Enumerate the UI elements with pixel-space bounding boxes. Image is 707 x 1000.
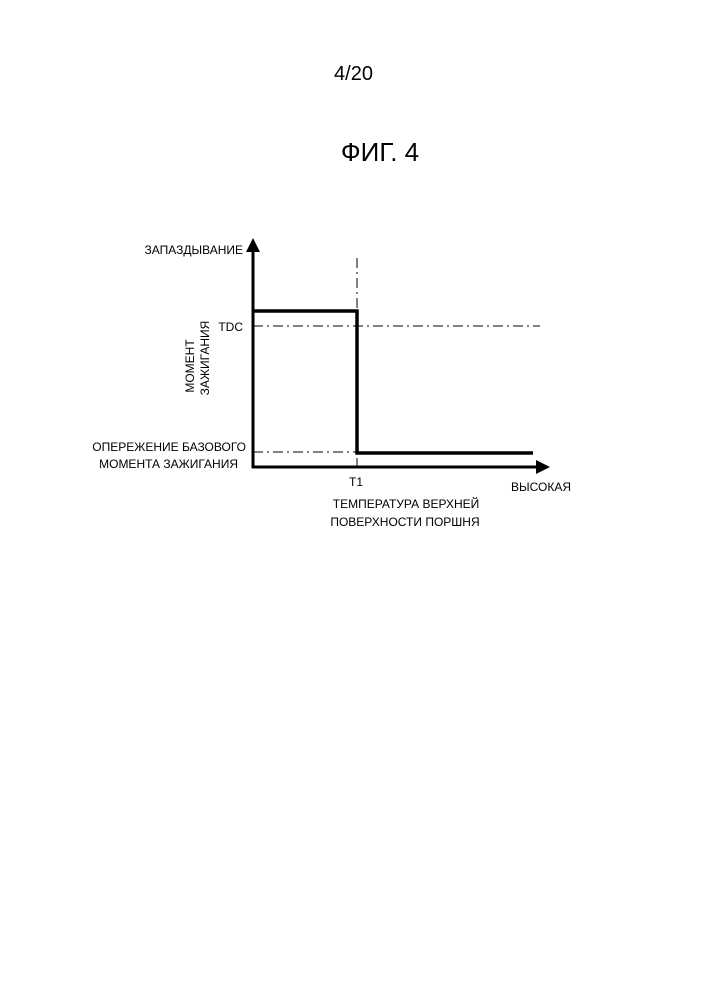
t1-label: T1 (349, 475, 363, 489)
y-axis-arrowhead (246, 238, 260, 252)
y-axis-title-line1: МОМЕНТ (183, 339, 197, 393)
x-axis-title-line2: ПОВЕРХНОСТИ ПОРШНЯ (330, 515, 479, 529)
x-axis-title-line1: ТЕМПЕРАТУРА ВЕРХНЕЙ (333, 496, 480, 511)
base-timing-label-line2: МОМЕНТА ЗАЖИГАНИЯ (99, 457, 238, 471)
timing-step-curve (253, 311, 533, 453)
tdc-label: TDC (218, 320, 243, 334)
y-axis-top-label: ЗАПАЗДЫВАНИЕ (144, 243, 243, 257)
x-axis-arrowhead (536, 460, 550, 474)
x-axis-end-label: ВЫСОКАЯ (511, 480, 571, 494)
y-axis-title-line2: ЗАЖИГАНИЯ (198, 321, 212, 396)
base-timing-label-line1: ОПЕРЕЖЕНИЕ БАЗОВОГО (92, 440, 246, 454)
